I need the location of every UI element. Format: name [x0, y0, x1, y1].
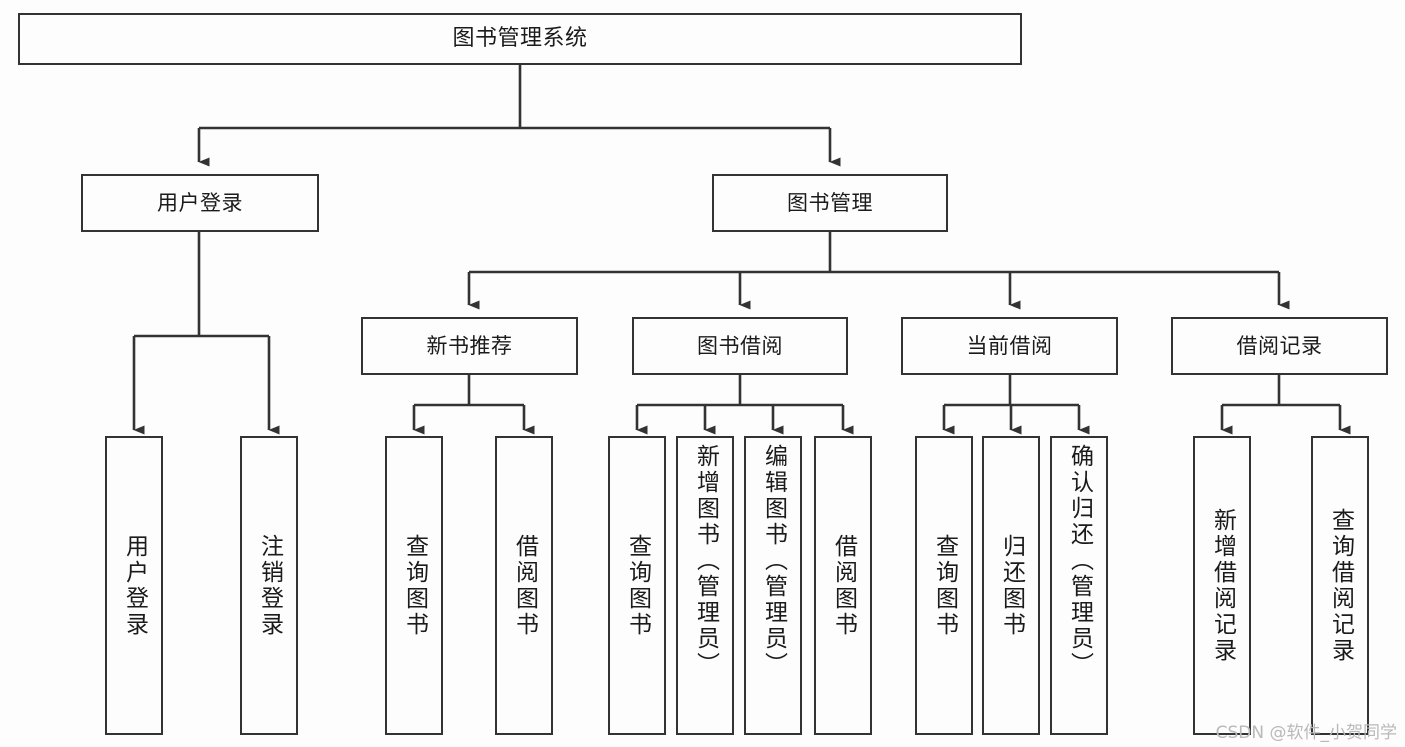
- leaf-borrow-record-add-record[interactable]: 新增借阅记录: [1193, 436, 1251, 735]
- node-root-book-management-system[interactable]: 图书管理系统: [18, 13, 1022, 65]
- node-label: 注销登录: [256, 533, 283, 638]
- leaf-book-borrow-edit-book-admin[interactable]: 编辑图书（管理员）: [744, 436, 802, 735]
- node-new-book-recommend[interactable]: 新书推荐: [361, 317, 578, 375]
- node-book-management[interactable]: 图书管理: [712, 174, 948, 232]
- leaf-user-login-login[interactable]: 用户登录: [105, 436, 163, 735]
- leaf-current-borrow-query-book[interactable]: 查询图书: [915, 436, 973, 735]
- node-label: 新增图书（管理员）: [692, 444, 719, 678]
- node-label: 用户登录: [157, 190, 243, 215]
- node-label: 图书管理系统: [452, 26, 588, 52]
- leaf-book-borrow-add-book-admin[interactable]: 新增图书（管理员）: [676, 436, 734, 735]
- node-label: 编辑图书（管理员）: [760, 444, 787, 678]
- leaf-current-borrow-return-book[interactable]: 归还图书: [982, 436, 1040, 735]
- watermark-text: CSDN @软件_小贺同学: [1215, 723, 1397, 743]
- leaf-user-login-logout[interactable]: 注销登录: [240, 436, 298, 735]
- node-current-borrow[interactable]: 当前借阅: [901, 317, 1118, 375]
- node-label: 归还图书: [998, 533, 1025, 638]
- node-book-borrow[interactable]: 图书借阅: [632, 317, 848, 375]
- leaf-new-book-query-book[interactable]: 查询图书: [385, 436, 443, 735]
- node-label: 当前借阅: [966, 333, 1053, 358]
- node-label: 借阅图书: [511, 533, 538, 638]
- node-label: 借阅记录: [1236, 333, 1323, 358]
- leaf-book-borrow-query-book[interactable]: 查询图书: [608, 436, 666, 735]
- node-label: 借阅图书: [830, 533, 857, 638]
- node-label: 用户登录: [121, 533, 148, 638]
- leaf-current-borrow-confirm-return-admin[interactable]: 确认归还（管理员）: [1050, 436, 1108, 735]
- node-label: 查询图书: [401, 533, 428, 638]
- node-label: 查询借阅记录: [1327, 507, 1354, 664]
- node-label: 查询图书: [931, 533, 958, 638]
- node-label: 图书借阅: [697, 333, 783, 358]
- node-user-login[interactable]: 用户登录: [81, 174, 319, 232]
- node-label: 确认归还（管理员）: [1066, 444, 1093, 678]
- node-label: 新书推荐: [426, 333, 513, 358]
- leaf-new-book-borrow-book[interactable]: 借阅图书: [495, 436, 553, 735]
- leaf-borrow-record-query-record[interactable]: 查询借阅记录: [1311, 436, 1369, 735]
- leaf-book-borrow-borrow-book[interactable]: 借阅图书: [814, 436, 872, 735]
- node-label: 查询图书: [624, 533, 651, 638]
- node-label: 图书管理: [787, 190, 873, 215]
- node-label: 新增借阅记录: [1209, 507, 1236, 664]
- node-borrow-record[interactable]: 借阅记录: [1171, 317, 1388, 375]
